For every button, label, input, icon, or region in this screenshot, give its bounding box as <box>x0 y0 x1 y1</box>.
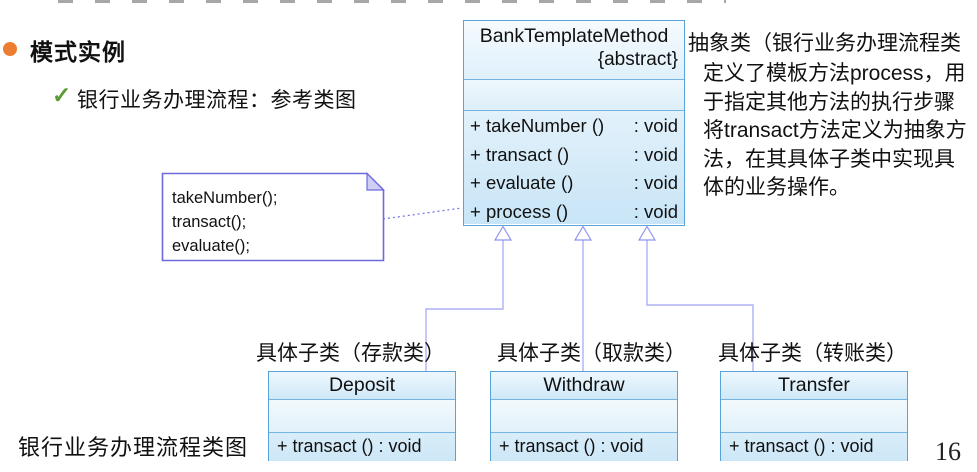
orange-bullet-icon <box>3 42 17 56</box>
note-anchor-dotted-line <box>382 207 463 220</box>
method-row: + evaluate () : void <box>470 169 678 198</box>
subclass-label-transfer: 具体子类（转账类） <box>718 342 907 365</box>
slide-title: 模式实例 <box>30 39 126 65</box>
inheritance-triangle-icon <box>493 225 513 241</box>
inheritance-connector-deposit <box>425 240 504 371</box>
class-box-withdraw: Withdraw + transact () : void <box>490 371 678 461</box>
method-row: + transact () : void <box>491 432 677 461</box>
class-methods-compartment: + takeNumber () : void + transact () : v… <box>464 110 684 224</box>
class-title-compartment: BankTemplateMethod {abstract} <box>464 21 684 79</box>
class-attributes-compartment <box>464 79 684 110</box>
method-signature: + evaluate () <box>470 172 574 194</box>
note-line: takeNumber(); <box>172 189 278 207</box>
uml-note: takeNumber(); transact(); evaluate(); <box>172 186 277 258</box>
class-name: Deposit <box>269 372 455 399</box>
description-line: 将transact方法定义为抽象方 <box>703 119 967 142</box>
note-folded-corner-icon <box>366 172 385 191</box>
method-signature: + transact () <box>470 143 570 165</box>
slide-subtitle: 银行业务办理流程：参考类图 <box>77 89 357 112</box>
method-row: + takeNumber () : void <box>470 112 678 141</box>
checkmark-icon: ✓ <box>52 82 72 108</box>
method-return-type: : void <box>633 200 678 222</box>
class-attributes-compartment <box>721 399 907 432</box>
subclass-label-deposit: 具体子类（存款类） <box>256 342 445 365</box>
inheritance-triangle-icon <box>637 225 657 241</box>
clipped-previous-line-fragments <box>58 0 726 3</box>
method-signature: + takeNumber () <box>470 115 605 137</box>
method-return-type: : void <box>633 172 678 194</box>
method-signature: + process () <box>470 200 569 222</box>
description-line: 体的业务操作。 <box>703 176 850 199</box>
method-row: + transact () : void <box>269 432 455 461</box>
class-name: Transfer <box>721 372 907 399</box>
class-name: Withdraw <box>491 372 677 399</box>
note-line: evaluate(); <box>172 237 250 255</box>
class-box-banktemplatemethod: BankTemplateMethod {abstract} + takeNumb… <box>463 20 685 226</box>
page-number: 16 <box>935 437 961 466</box>
note-shape <box>161 172 385 262</box>
description-line: 于指定其他方法的执行步骤 <box>703 90 955 114</box>
class-box-deposit: Deposit + transact () : void <box>268 371 456 461</box>
inheritance-connector-transfer <box>646 240 754 371</box>
method-return-type: : void <box>633 115 678 137</box>
description-line: 定义了模板方法process，用 <box>703 62 966 85</box>
class-attributes-compartment <box>491 399 677 432</box>
class-box-transfer: Transfer + transact () : void <box>720 371 908 461</box>
class-stereotype: {abstract} <box>597 49 678 70</box>
class-attributes-compartment <box>269 399 455 432</box>
description-line: 法，在其具体子类中实现具 <box>703 147 955 171</box>
inheritance-triangle-icon <box>573 225 593 241</box>
method-row: + transact () : void <box>721 432 907 461</box>
class-name: BankTemplateMethod <box>479 25 669 47</box>
subclass-label-withdraw: 具体子类（取款类） <box>497 342 686 365</box>
note-line: transact(); <box>172 213 247 231</box>
method-return-type: : void <box>633 143 678 165</box>
abstract-class-annotation: 抽象类（银行业务办理流程类 <box>688 32 961 55</box>
diagram-caption: 银行业务办理流程类图 <box>18 435 249 460</box>
method-row: + transact () : void <box>470 141 678 170</box>
pattern-description: 定义了模板方法process，用 于指定其他方法的执行步骤 将transact方… <box>703 60 977 203</box>
method-row: + process () : void <box>470 198 678 227</box>
